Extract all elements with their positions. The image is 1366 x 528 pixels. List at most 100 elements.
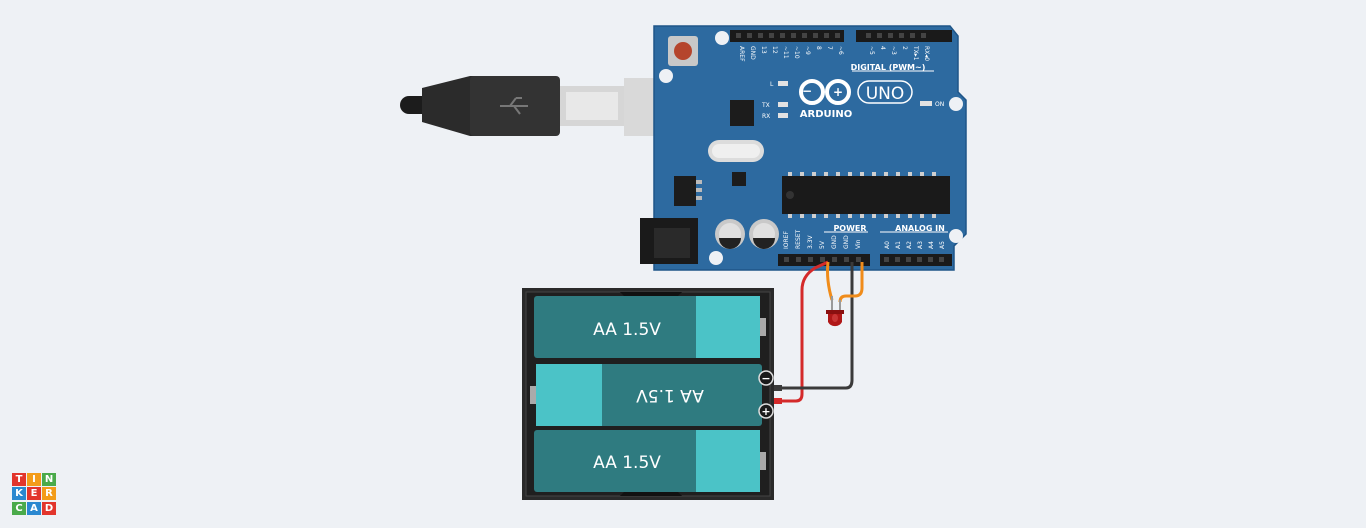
analog-header-label: ANALOG IN [895,224,945,233]
logo-letter: C [12,501,26,515]
digital-pin-label: ~3 [890,46,897,55]
battery-cell-label: AA 1.5V [636,385,704,405]
header-pin[interactable] [758,33,763,38]
header-pin[interactable] [884,257,889,262]
led-tx [778,102,788,107]
digital-pin-label: 7 [826,46,833,50]
header-pin[interactable] [906,257,911,262]
led-on [920,101,932,106]
power-pin-label: 3.3V [807,234,814,249]
digital-pin-label: ~9 [804,46,811,55]
digital-pin-label: GND [749,46,756,60]
header-pin[interactable] [820,257,825,262]
digital-pin-label: 2 [901,46,908,50]
header-pin[interactable] [824,33,829,38]
digital-pin-label: 4 [879,46,886,50]
digital-pin-label: 8 [815,46,822,50]
header-pin[interactable] [784,257,789,262]
reset-button[interactable] [668,36,698,66]
battery-cell-label: AA 1.5V [593,453,661,473]
usb-icon [500,97,528,115]
analog-pin-label: A5 [939,241,946,249]
header-pin[interactable] [928,257,933,262]
battery-cell[interactable]: AA 1.5V [534,430,766,492]
logo-letter: K [12,487,26,501]
wire-red[interactable] [774,260,829,403]
power-pin-label: IOREF [783,231,790,249]
digital-pin-label: RX◂0 [923,46,930,61]
power-pin-label: 5V [819,240,826,249]
brand-label: ARDUINO [800,109,852,120]
header-pin[interactable] [835,33,840,38]
tinkercad-logo: T I N K E R C A D [12,473,56,515]
header-pin[interactable] [939,257,944,262]
led-rx [778,113,788,118]
header-pin[interactable] [769,33,774,38]
header-pin[interactable] [796,257,801,262]
mounting-hole [715,31,729,45]
power-pin-label: Vin [855,239,862,249]
positive-terminal[interactable]: + [758,403,774,419]
analog-pin-label: A1 [895,241,902,249]
logo-letter: T [12,473,26,486]
digital-pin-label: ~10 [793,46,800,59]
analog-pin-label: A0 [884,241,891,249]
wire-orange-right[interactable] [838,262,864,303]
header-pin[interactable] [888,33,893,38]
header-pin[interactable] [895,257,900,262]
header-pin[interactable] [747,33,752,38]
battery-cell[interactable]: AA 1.5V [534,296,766,358]
header-pin[interactable] [856,257,861,262]
logo-letter: D [42,501,56,515]
header-pin[interactable] [844,257,849,262]
header-pin[interactable] [921,33,926,38]
logo-letter: N [42,473,56,486]
led-tx-label: TX [761,102,770,109]
mounting-hole [709,251,723,265]
red-led[interactable] [826,296,844,327]
digital-pin-label: 12 [771,46,778,54]
header-pin[interactable] [917,257,922,262]
analog-pin-label: A3 [917,241,924,249]
header-pin[interactable] [780,33,785,38]
model-label: UNO [866,84,905,104]
power-pin-label: RESET [795,229,802,249]
digital-pin-label: 13 [760,46,767,54]
led-on-label: ON [935,101,944,108]
wire-black[interactable] [774,262,854,390]
power-header-label: POWER [833,224,866,233]
header-pin[interactable] [791,33,796,38]
header-pin[interactable] [813,33,818,38]
logo-letter: E [27,487,41,501]
negative-terminal[interactable]: − [758,370,774,386]
header-pin[interactable] [899,33,904,38]
mounting-hole [949,97,963,111]
mounting-hole [949,229,963,243]
header-pin[interactable] [802,33,807,38]
digital-pin-label: TX▸1 [912,45,919,61]
digital-pin-label: ~5 [868,46,875,55]
led-l-label: L [770,81,774,88]
header-pin[interactable] [736,33,741,38]
logo-letter: R [42,487,56,501]
arduino-infinity-icon [799,79,851,105]
battery-cell[interactable]: AA 1.5V [530,364,762,426]
digital-pin-label: ~11 [782,46,789,59]
svg-text:+: + [833,85,843,99]
battery-pack[interactable]: AA 1.5V AA 1.5V AA 1.5V − + [522,288,774,500]
logo-letter: A [27,501,41,515]
header-pin[interactable] [910,33,915,38]
header-pin[interactable] [877,33,882,38]
analog-pin-label: A4 [928,241,935,249]
header-pin[interactable] [832,257,837,262]
header-pin[interactable] [866,33,871,38]
battery-cell-label: AA 1.5V [593,320,661,340]
digital-pin-label: ~6 [837,46,844,55]
atmega-microcontroller [782,172,950,218]
power-pin-label: GND [831,235,838,249]
svg-text:−: − [802,84,812,98]
svg-text:+: + [761,405,770,418]
header-pin[interactable] [808,257,813,262]
